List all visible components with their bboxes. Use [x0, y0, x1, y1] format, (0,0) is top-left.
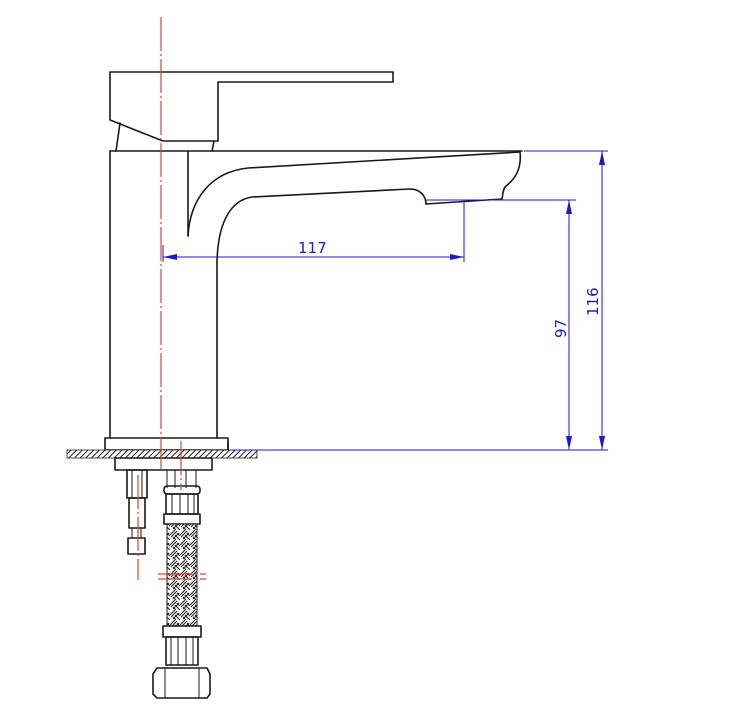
centerlines: [137, 17, 206, 580]
tap-body: [109, 150, 523, 439]
dimension-spout-reach: 117: [162, 200, 465, 262]
dimension-label-117: 117: [298, 239, 327, 257]
fixing-stud: [126, 469, 148, 555]
base-flange: [66, 437, 258, 471]
lever-handle: [109, 71, 394, 152]
flexible-hose: [152, 470, 211, 699]
dimension-overall-height: 116: [524, 150, 608, 451]
dimension-label-97: 97: [552, 319, 570, 338]
dimension-label-116: 116: [584, 287, 602, 316]
dimension-outlet-height: 97: [230, 199, 576, 451]
